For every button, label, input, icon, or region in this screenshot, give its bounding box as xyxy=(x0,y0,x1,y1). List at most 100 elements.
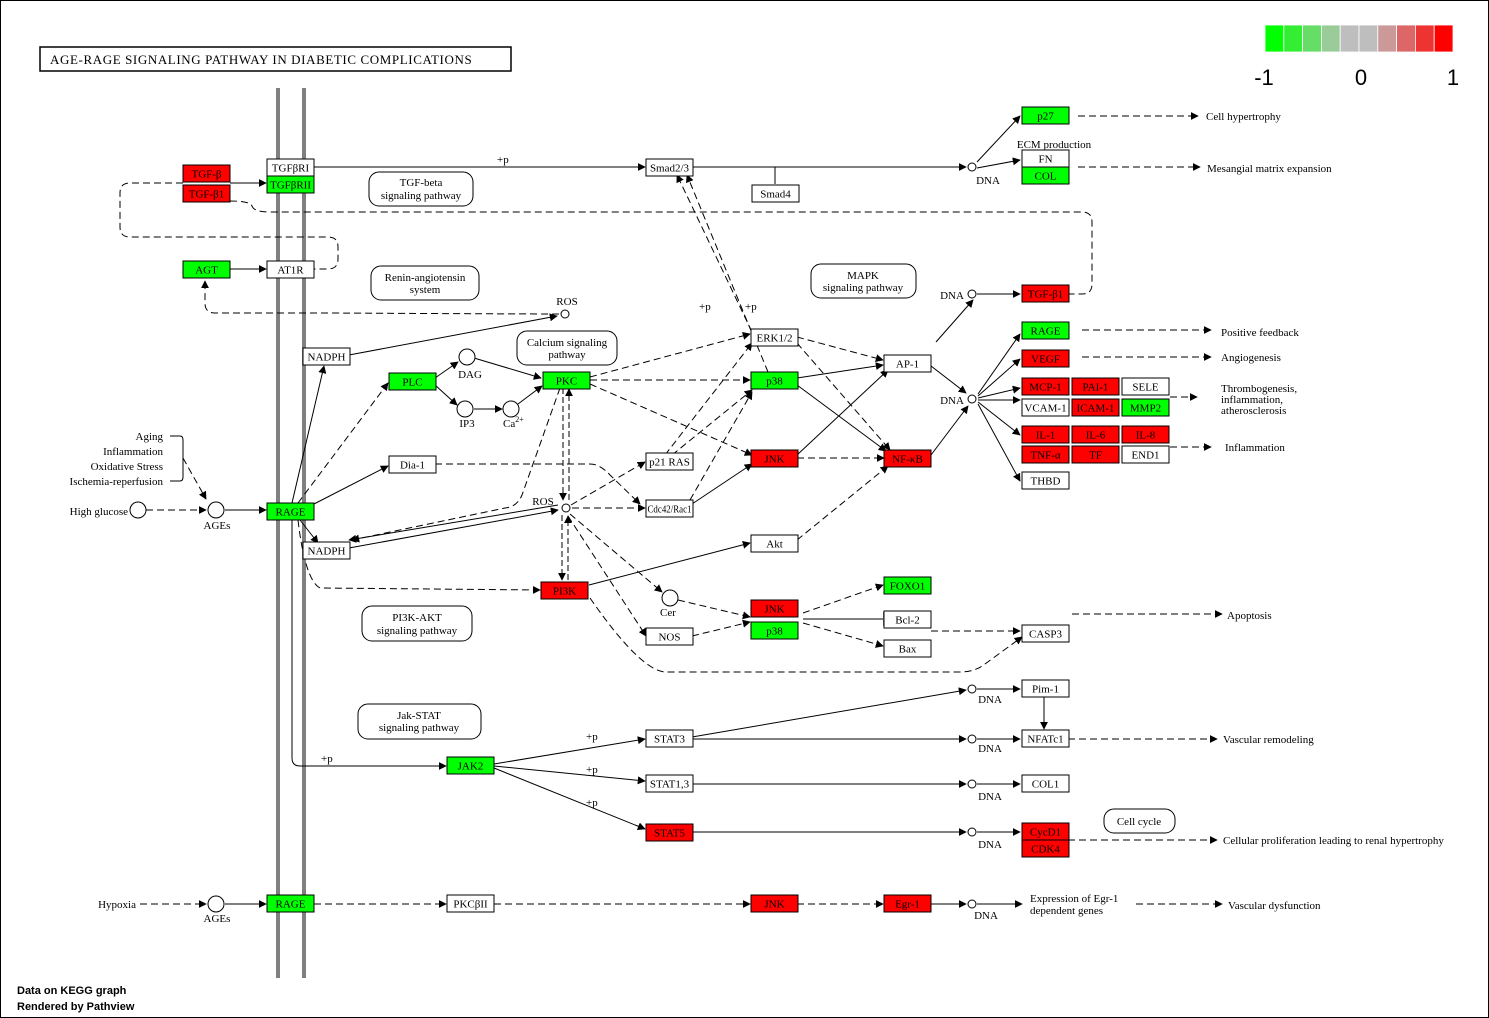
gene-nadph-bottom[interactable]: NADPH xyxy=(302,541,351,560)
compound-ros-mid[interactable]: ROS xyxy=(532,496,571,513)
gene-plc[interactable]: PLC xyxy=(388,372,437,391)
gene-cycd1[interactable]: CycD1 xyxy=(1021,822,1070,841)
gene-tnfa[interactable]: TNF-α xyxy=(1021,445,1070,464)
gene-pim1[interactable]: Pim-1 xyxy=(1021,679,1070,698)
gene-bax[interactable]: Bax xyxy=(883,639,932,658)
compound-dag[interactable]: DAG xyxy=(458,348,482,381)
mapk-pathway-link[interactable]: MAPK signaling pathway xyxy=(810,263,917,299)
gene-p27[interactable]: p27 xyxy=(1021,106,1070,125)
gene-tgfb1-left[interactable]: TGF-β1 xyxy=(182,184,231,203)
svg-text:AGEs: AGEs xyxy=(204,520,231,532)
gene-nfatc1[interactable]: NFATc1 xyxy=(1021,729,1070,748)
gene-nos[interactable]: NOS xyxy=(645,627,694,646)
gene-bcl2[interactable]: Bcl-2 xyxy=(883,610,932,629)
legend-min-label: -1 xyxy=(1254,65,1274,90)
svg-text:Bax: Bax xyxy=(899,644,917,656)
dna-inflammation: DNA xyxy=(940,394,977,407)
compound-ip3[interactable]: IP3 xyxy=(456,400,475,430)
gene-erk12[interactable]: ERK1/2 xyxy=(750,328,799,347)
svg-text:TGFβRI: TGFβRI xyxy=(272,163,310,175)
gene-fn[interactable]: FN xyxy=(1021,149,1070,168)
gene-tf[interactable]: TF xyxy=(1071,445,1120,464)
calcium-pathway-link[interactable]: Calcium signaling pathway xyxy=(516,330,618,366)
gene-vcam1[interactable]: VCAM-1 xyxy=(1021,398,1070,417)
gene-pi3k[interactable]: PI3K xyxy=(540,581,589,600)
svg-text:Dia-1: Dia-1 xyxy=(400,460,425,472)
gene-pkc[interactable]: PKC xyxy=(542,371,591,390)
gene-rage-left[interactable]: RAGE xyxy=(266,502,315,521)
gene-mcp1[interactable]: MCP-1 xyxy=(1021,377,1070,396)
pi3k-akt-pathway-link[interactable]: PI3K-AKT signaling pathway xyxy=(361,605,473,642)
gene-p38-lower[interactable]: p38 xyxy=(750,621,799,640)
gene-jnk-bottom[interactable]: JNK xyxy=(750,894,799,913)
compound-high-glucose[interactable]: High glucose xyxy=(70,501,147,519)
gene-sele[interactable]: SELE xyxy=(1121,377,1170,396)
svg-text:JNK: JNK xyxy=(764,899,784,911)
gene-dia1[interactable]: Dia-1 xyxy=(388,455,437,474)
tgf-beta-pathway-link[interactable]: TGF-beta signaling pathway xyxy=(368,171,474,207)
gene-col1[interactable]: COL1 xyxy=(1021,774,1070,793)
compound-ros-top[interactable]: ROS xyxy=(556,296,578,319)
gene-akt[interactable]: Akt xyxy=(750,534,799,553)
cell-cycle-pathway-link[interactable]: Cell cycle xyxy=(1103,808,1176,834)
svg-text:VCAM-1: VCAM-1 xyxy=(1024,403,1066,415)
compound-ca[interactable]: Ca2+ xyxy=(502,400,524,430)
gene-foxo1[interactable]: FOXO1 xyxy=(883,576,932,595)
svg-text:ERK1/2: ERK1/2 xyxy=(756,333,792,345)
gene-stat5[interactable]: STAT5 xyxy=(645,823,694,842)
gene-end1[interactable]: END1 xyxy=(1121,445,1170,464)
svg-text:Akt: Akt xyxy=(766,539,783,551)
gene-tgfb1-right[interactable]: TGF-β1 xyxy=(1021,284,1070,303)
gene-tgfbr2[interactable]: TGFβRII xyxy=(266,175,315,194)
gene-col[interactable]: COL xyxy=(1021,166,1070,185)
gene-jak2[interactable]: JAK2 xyxy=(446,756,495,775)
gene-egr1[interactable]: Egr-1 xyxy=(883,894,932,913)
gene-pai1[interactable]: PAI-1 xyxy=(1071,377,1120,396)
gene-tgfbr1[interactable]: TGFβRI xyxy=(266,158,315,177)
outcome-labels: Cell hypertrophy Mesangial matrix expans… xyxy=(1030,111,1444,917)
gene-at1r[interactable]: AT1R xyxy=(266,260,315,279)
gene-pkcb2[interactable]: PKCβII xyxy=(446,894,495,913)
gene-il1[interactable]: IL-1 xyxy=(1021,425,1070,444)
outcome-cell-hypertrophy: Cell hypertrophy xyxy=(1206,111,1281,123)
gene-tgfb[interactable]: TGF-β xyxy=(182,164,231,183)
compound-ages-left[interactable]: AGEs xyxy=(204,501,231,532)
gene-jnk-mid[interactable]: JNK xyxy=(750,449,799,468)
stimulus-labels: Aging Inflammation Oxidative Stress Isch… xyxy=(70,139,1092,488)
gene-il8[interactable]: IL-8 xyxy=(1121,425,1170,444)
gene-rage-bottom[interactable]: RAGE xyxy=(266,894,315,913)
compound-ages-bottom[interactable]: AGEs xyxy=(204,895,231,925)
gene-vegf[interactable]: VEGF xyxy=(1021,349,1070,368)
gene-mmp2[interactable]: MMP2 xyxy=(1121,398,1170,417)
gene-il6[interactable]: IL-6 xyxy=(1071,425,1120,444)
gene-p38-top[interactable]: p38 xyxy=(750,371,799,390)
outcome-apoptosis: Apoptosis xyxy=(1227,610,1272,622)
gene-casp3[interactable]: CASP3 xyxy=(1021,624,1070,643)
svg-text:IL-1: IL-1 xyxy=(1036,430,1056,442)
gene-smad23[interactable]: Smad2/3 xyxy=(645,158,694,177)
dna-pim1: DNA xyxy=(967,684,1002,706)
gene-agt[interactable]: AGT xyxy=(182,260,231,279)
svg-text:RAGE: RAGE xyxy=(276,507,306,519)
gene-cdc42-rac1[interactable]: Cdc42/Rac1 xyxy=(645,499,694,518)
gene-jnk-lower[interactable]: JNK xyxy=(750,599,799,618)
gene-smad4[interactable]: Smad4 xyxy=(751,184,800,203)
gene-stat3[interactable]: STAT3 xyxy=(645,729,694,748)
dna-markers: DNA DNA DNA DNA DNA DNA DNA DNA xyxy=(940,162,1002,922)
label-inflammation-stimulus: Inflammation xyxy=(103,446,163,458)
gene-stat13[interactable]: STAT1,3 xyxy=(645,774,694,793)
compound-cer[interactable]: Cer xyxy=(660,589,679,619)
gene-thbd[interactable]: THBD xyxy=(1021,471,1070,490)
gene-nfkb[interactable]: NF-κB xyxy=(883,449,932,468)
jak-stat-pathway-link[interactable]: Jak-STAT signaling pathway xyxy=(357,703,482,740)
svg-text:+p: +p xyxy=(321,753,333,765)
gene-rage-right[interactable]: RAGE xyxy=(1021,321,1070,340)
renin-angiotensin-pathway-link[interactable]: Renin-angiotensin system xyxy=(370,265,480,301)
outcome-thrombogenesis: Thrombogenesis, xyxy=(1221,383,1297,395)
gene-p21ras[interactable]: p21 RAS xyxy=(645,452,694,471)
gene-icam1[interactable]: ICAM-1 xyxy=(1071,398,1120,417)
gene-ap1[interactable]: AP-1 xyxy=(883,354,932,373)
gene-cdk4[interactable]: CDK4 xyxy=(1021,839,1070,858)
dna-egr1: DNA xyxy=(967,899,998,922)
gene-nadph-top[interactable]: NADPH xyxy=(302,347,351,366)
